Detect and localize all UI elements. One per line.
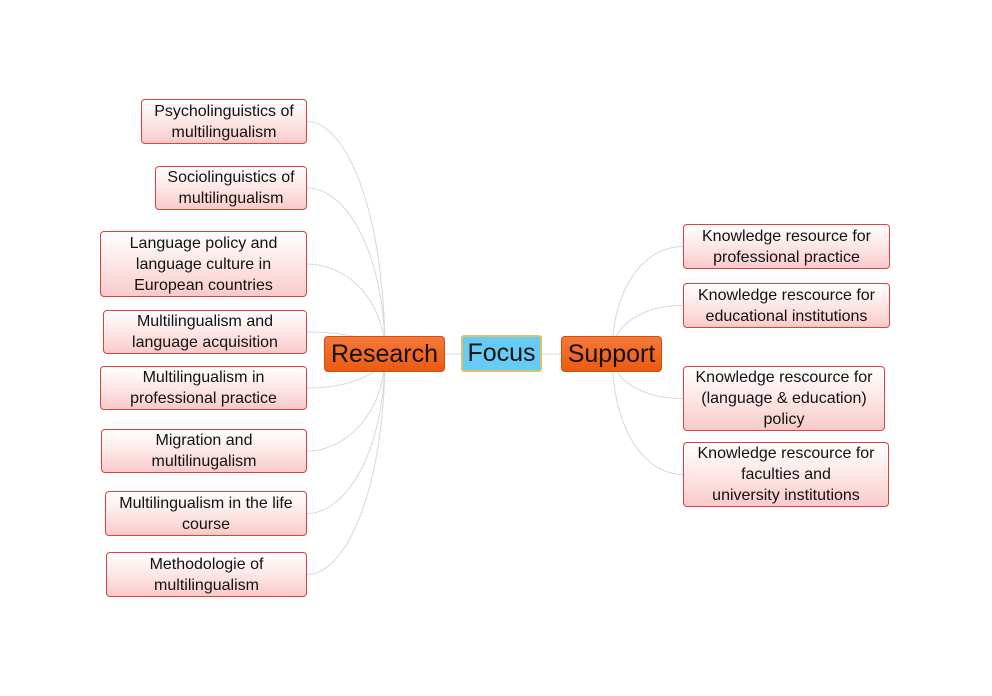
connector-line bbox=[611, 246, 684, 355]
support-branch[interactable]: Support bbox=[561, 336, 662, 372]
connector-line bbox=[306, 353, 386, 452]
connector-line bbox=[306, 187, 386, 355]
research-topic[interactable]: Sociolinguistics of multilingualism bbox=[155, 166, 307, 210]
connector-line bbox=[306, 353, 386, 575]
research-topic[interactable]: Multilingualism and language acquisition bbox=[103, 310, 307, 354]
connector-line bbox=[611, 353, 684, 475]
support-topic[interactable]: Knowledge resource for professional prac… bbox=[683, 224, 890, 269]
research-topic[interactable]: Psycholinguistics of multilingualism bbox=[141, 99, 307, 144]
research-topic[interactable]: Multilingualism in the life course bbox=[105, 491, 307, 536]
connector-line bbox=[306, 353, 386, 514]
research-topic[interactable]: Multilingualism in professional practice bbox=[100, 366, 307, 410]
support-topic[interactable]: Knowledge rescource for (language & educ… bbox=[683, 366, 885, 431]
support-topic[interactable]: Knowledge rescource for educational inst… bbox=[683, 283, 890, 328]
support-topic[interactable]: Knowledge rescource for faculties and un… bbox=[683, 442, 889, 507]
focus-central-node[interactable]: Focus bbox=[461, 335, 542, 372]
research-topic[interactable]: Language policy and language culture in … bbox=[100, 231, 307, 297]
research-branch[interactable]: Research bbox=[324, 336, 445, 372]
research-topic[interactable]: Methodologie of multilingualism bbox=[106, 552, 307, 597]
research-topic[interactable]: Migration and multilinugalism bbox=[101, 429, 307, 473]
connector-line bbox=[306, 121, 386, 355]
